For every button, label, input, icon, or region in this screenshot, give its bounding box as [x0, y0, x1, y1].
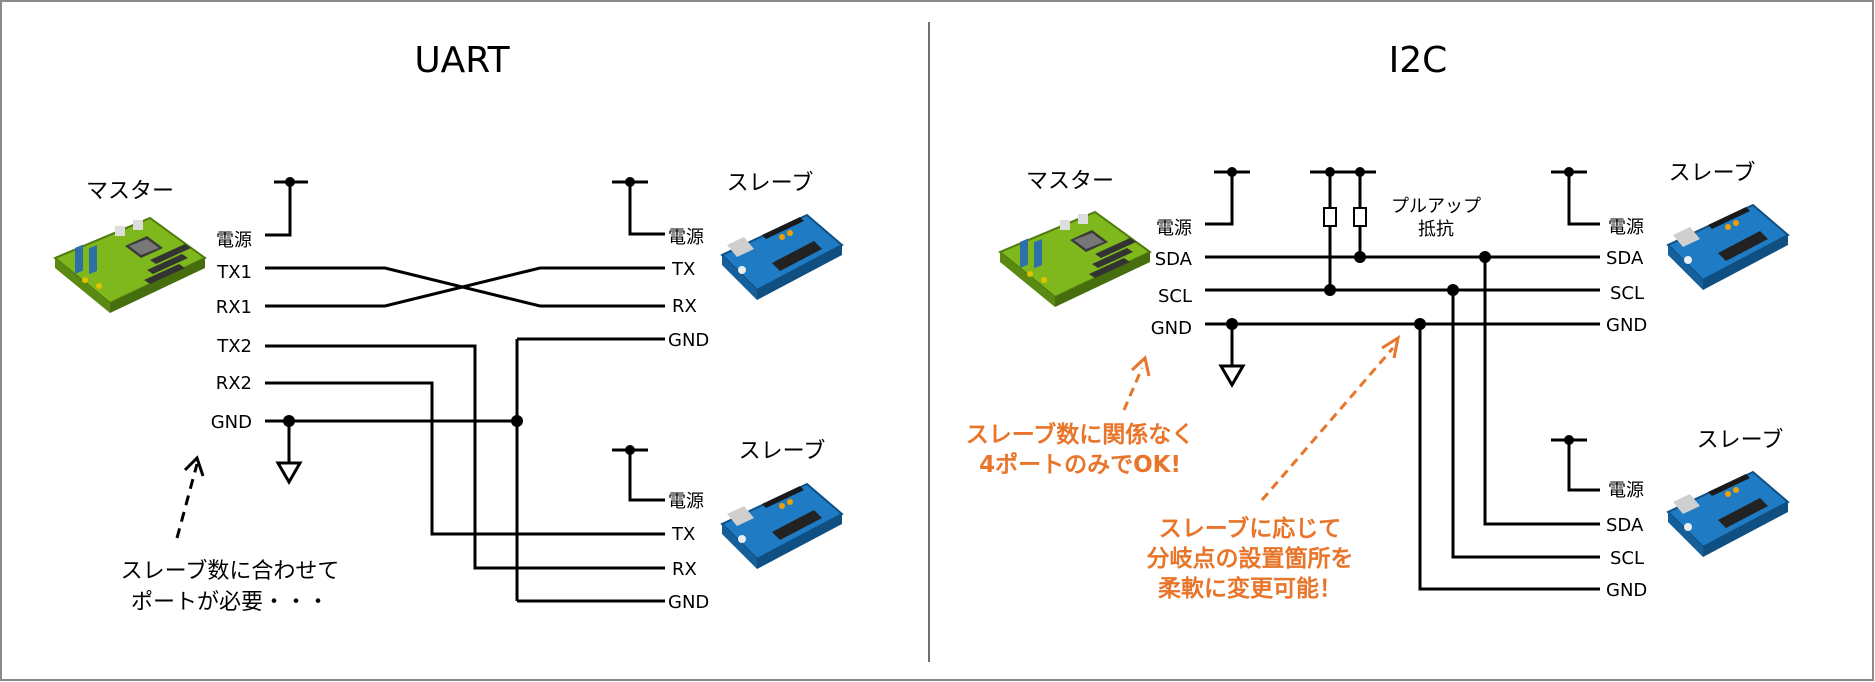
uart-slave2-power-wire [628, 450, 665, 502]
i2c-pullup-label-line1: プルアップ [1391, 196, 1481, 217]
i2c-slave1-pin-scl: SCL [1610, 283, 1644, 304]
i2c-master-pin-scl: SCL [1158, 286, 1192, 307]
i2c-slave2-pin-power: 電源 [1608, 480, 1644, 501]
uart-note-arrowhead [183, 455, 205, 477]
i2c-callout1-arrowhead [1130, 355, 1151, 377]
i2c-master-board-icon [999, 211, 1151, 308]
i2c-slave1-power-wire [1567, 172, 1600, 226]
i2c-slave2-power-wire [1567, 440, 1600, 492]
uart-slave1-pin-rx: RX [672, 296, 697, 317]
i2c-master-pin-power: 電源 [1156, 218, 1192, 239]
i2c-master-power-node [1227, 167, 1237, 177]
uart-wire-tx2-to-rx [265, 344, 665, 570]
i2c-pullup-resistor-scl [1323, 207, 1337, 227]
uart-master-board-icon [54, 217, 206, 314]
uart-slave2-pin-tx: TX [671, 524, 695, 545]
uart-slave1-pin-power: 電源 [668, 227, 704, 248]
uart-gnd-junction [511, 415, 523, 427]
i2c-callout1-line1: スレーブ数に関係なく [966, 421, 1195, 448]
uart-slave1-power-wire [628, 182, 665, 236]
i2c-pullup-label-line2: 抵抗 [1418, 219, 1454, 240]
i2c-master-pin-gnd: GND [1151, 318, 1192, 339]
i2c-slave1-label: スレーブ [1669, 161, 1756, 186]
uart-master-pin-rx2: RX2 [216, 373, 252, 394]
i2c-title: I2C [1389, 40, 1448, 81]
uart-note-line1: スレーブ数に合わせて [121, 559, 340, 584]
uart-slave2-pin-rx: RX [672, 559, 697, 580]
uart-note-line2: ポートが必要・・・ [131, 590, 329, 615]
uart-master-pin-power: 電源 [216, 230, 252, 251]
uart-wire-rx1-to-tx [265, 266, 665, 308]
uart-slave1-pin-gnd: GND [668, 330, 709, 351]
i2c-callout2-line1: スレーブに応じて [1159, 515, 1342, 542]
i2c-slave1-power-node [1564, 167, 1574, 177]
uart-slave2-pin-power: 電源 [668, 491, 704, 512]
i2c-pullup-scl-junction [1324, 284, 1336, 296]
uart-wire-rx2-to-tx [265, 381, 665, 536]
uart-slave2-power-node [625, 445, 635, 455]
uart-slave1-power-node [625, 177, 635, 187]
uart-master-pin-gnd: GND [211, 412, 252, 433]
uart-slave2-board-icon [721, 483, 843, 570]
i2c-sda-branch [1483, 257, 1600, 526]
uart-master-pin-tx2: TX2 [216, 336, 252, 357]
uart-ground-symbol [275, 461, 303, 485]
i2c-pullup-resistor-sda [1353, 207, 1367, 227]
i2c-callout2-line3: 柔軟に変更可能！ [1158, 575, 1342, 602]
i2c-panel: I2C マスター 電源 SDA SCL GND プルアップ 抵抗 [966, 40, 1789, 602]
i2c-gnd-branch [1418, 324, 1600, 591]
i2c-slave1-pin-power: 電源 [1608, 217, 1644, 238]
i2c-pullup-sda-junction [1354, 251, 1366, 263]
i2c-scl-branch [1451, 290, 1600, 559]
i2c-slave2-pin-sda: SDA [1606, 515, 1644, 536]
i2c-ground-symbol [1218, 364, 1246, 388]
i2c-slave2-pin-scl: SCL [1610, 548, 1644, 569]
i2c-slave2-label: スレーブ [1697, 428, 1784, 453]
i2c-master-power-wire [1205, 172, 1234, 226]
uart-master-power-wire [265, 182, 292, 237]
uart-master-pin-rx1: RX1 [216, 297, 252, 318]
i2c-callout1-line2: 4ポートのみでOK! [979, 451, 1181, 478]
uart-slave1-pin-tx: TX [671, 259, 695, 280]
uart-note-arrow [175, 463, 199, 539]
i2c-slave2-pin-gnd: GND [1606, 580, 1647, 601]
uart-panel: UART マスター 電源 TX1 RX1 TX2 RX2 GND スレーブ [54, 40, 843, 615]
uart-slave2-pin-gnd: GND [668, 592, 709, 613]
i2c-slave2-power-node [1564, 435, 1574, 445]
uart-slave1-label: スレーブ [727, 171, 814, 196]
i2c-master-label: マスター [1026, 169, 1114, 194]
uart-master-power-node [285, 177, 295, 187]
i2c-slave1-pin-sda: SDA [1606, 248, 1644, 269]
i2c-master-pin-sda: SDA [1155, 249, 1193, 270]
i2c-slave1-pin-gnd: GND [1606, 315, 1647, 336]
i2c-slave1-board-icon [1667, 204, 1789, 291]
i2c-slave2-board-icon [1667, 471, 1789, 558]
i2c-callout1-arrow [1122, 367, 1144, 411]
i2c-callout2-arrow [1260, 347, 1395, 501]
uart-slave1-board-icon [721, 214, 843, 301]
i2c-callout2-arrowhead [1381, 334, 1401, 359]
i2c-callout2-line2: 分岐点の設置箇所を [1147, 545, 1354, 572]
uart-master-label: マスター [86, 179, 174, 204]
uart-slave2-label: スレーブ [739, 439, 826, 464]
uart-title: UART [414, 40, 510, 81]
uart-master-pin-tx1: TX1 [216, 262, 252, 283]
